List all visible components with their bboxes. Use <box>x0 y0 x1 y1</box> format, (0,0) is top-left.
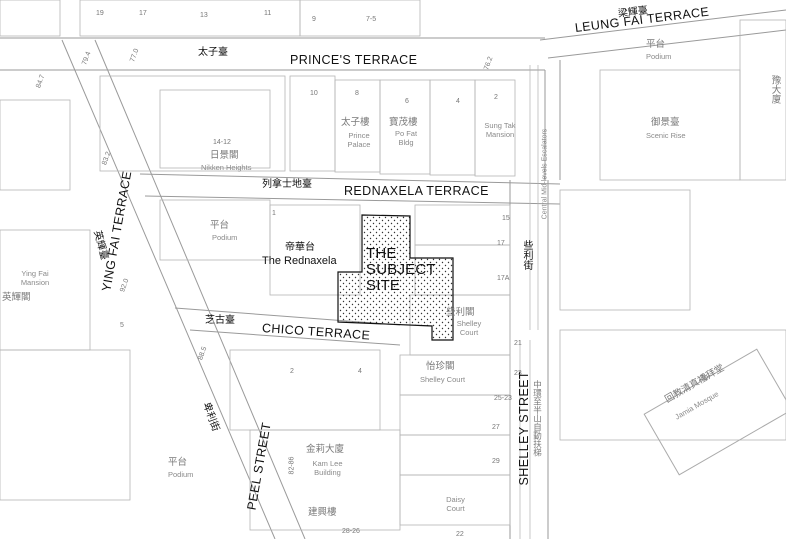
rednaxela-terrace-cn: 列拿士地臺 <box>262 179 312 190</box>
lot-number: 21 <box>514 340 522 347</box>
prince-palace-cn: 太子樓 <box>341 117 370 128</box>
chico-terrace-cn: 芝古臺 <box>205 315 235 326</box>
lot-number: 11 <box>264 10 272 17</box>
princes-terrace-cn: 太子臺 <box>198 47 228 58</box>
lot-number: 29 <box>492 458 500 465</box>
lot-number: 28-26 <box>342 528 360 535</box>
shelley-street-cn: 些利街 <box>521 240 532 270</box>
lot-number: 7-5 <box>366 16 377 23</box>
mosque-outline <box>643 348 786 476</box>
lot-number: 19 <box>96 10 104 17</box>
escalator-label: Central Mid-levels Escalators <box>541 128 549 220</box>
lot-number: 6 <box>405 98 409 105</box>
lot-number: 27 <box>492 424 500 431</box>
lot-number: 10 <box>310 90 318 97</box>
scenic-rise-label: Scenic Rise <box>646 131 686 140</box>
nikken-heights-cn: 日景閣 <box>210 150 239 161</box>
podium-label-1: Podium <box>212 233 238 242</box>
kam-lee-label: Kam Lee Building <box>312 459 343 477</box>
subject-site-label: THE SUBJECT SITE <box>366 245 436 294</box>
ying-fai-mansion-label: Ying Fai Mansion <box>20 269 50 287</box>
rednaxela-building-label: The Rednaxela <box>262 255 337 267</box>
nikken-heights-label: Nikken Heights <box>201 163 252 172</box>
subject-site-polygon <box>337 214 454 341</box>
escalator-lines <box>519 65 539 539</box>
lot-number: 82-86 <box>288 456 296 475</box>
lot-number: 17 <box>139 10 147 17</box>
escalator-cn: 中環至半山自動扶梯 <box>531 380 542 457</box>
lot-number: 17A <box>497 275 510 282</box>
lot-number: 25-23 <box>494 395 512 402</box>
lot-number: 15 <box>502 215 510 222</box>
podium-cn-3: 平台 <box>168 457 188 468</box>
podium-label-2: Podium <box>646 52 672 61</box>
lot-number: 13 <box>200 12 208 19</box>
shelley-court-cn: 些利閣 <box>446 307 475 318</box>
lot-number: 2 <box>290 368 294 375</box>
lot-number: 4 <box>456 98 460 105</box>
rednaxela-terrace-label: REDNAXELA TERRACE <box>344 184 489 198</box>
podium-cn-2: 平台 <box>646 39 666 50</box>
shelley-court-2-cn: 怡珍閣 <box>426 361 455 372</box>
kin-hing-cn: 建興樓 <box>308 507 337 518</box>
shelley-street-label: SHELLEY STREET <box>516 371 531 486</box>
podium-cn-1: 平台 <box>210 220 230 231</box>
rednaxela-building-cn: 帝華台 <box>285 242 315 253</box>
lot-number: 1 <box>272 210 276 217</box>
ying-fai-mansion-cn: 英輝閣 <box>2 292 31 303</box>
lot-number: 8 <box>355 90 359 97</box>
shelley-court-2-label: Shelley Court <box>420 375 466 384</box>
daisy-court-label: Daisy Court <box>446 495 465 513</box>
lot-number: 9 <box>312 16 316 23</box>
shelley-court-label: Shelley Court <box>456 319 482 337</box>
scenic-rise-cn: 御景臺 <box>651 117 680 128</box>
princes-terrace-label: PRINCE'S TERRACE <box>290 53 418 67</box>
lot-number: 2 <box>494 94 498 101</box>
lot-number: 22 <box>456 531 464 538</box>
lot-number: 4 <box>358 368 362 375</box>
lot-number: 23 <box>514 370 522 377</box>
sung-tak-label: Sung Tak Mansion <box>484 121 516 139</box>
po-fat-label: Po Fat Bldg <box>394 129 418 147</box>
prince-palace-label: Prince Palace <box>347 131 371 149</box>
lot-number: 30 <box>700 375 708 382</box>
podium-label-3: Podium <box>168 470 194 479</box>
right-edge-building-cn: 豫大廈 <box>769 75 781 104</box>
kam-lee-cn: 金莉大廈 <box>306 444 345 455</box>
nikken-number: 14-12 <box>213 139 231 146</box>
po-fat-cn: 寶茂樓 <box>389 117 418 128</box>
lot-number: 17 <box>497 240 505 247</box>
lot-number: 5 <box>120 322 124 329</box>
